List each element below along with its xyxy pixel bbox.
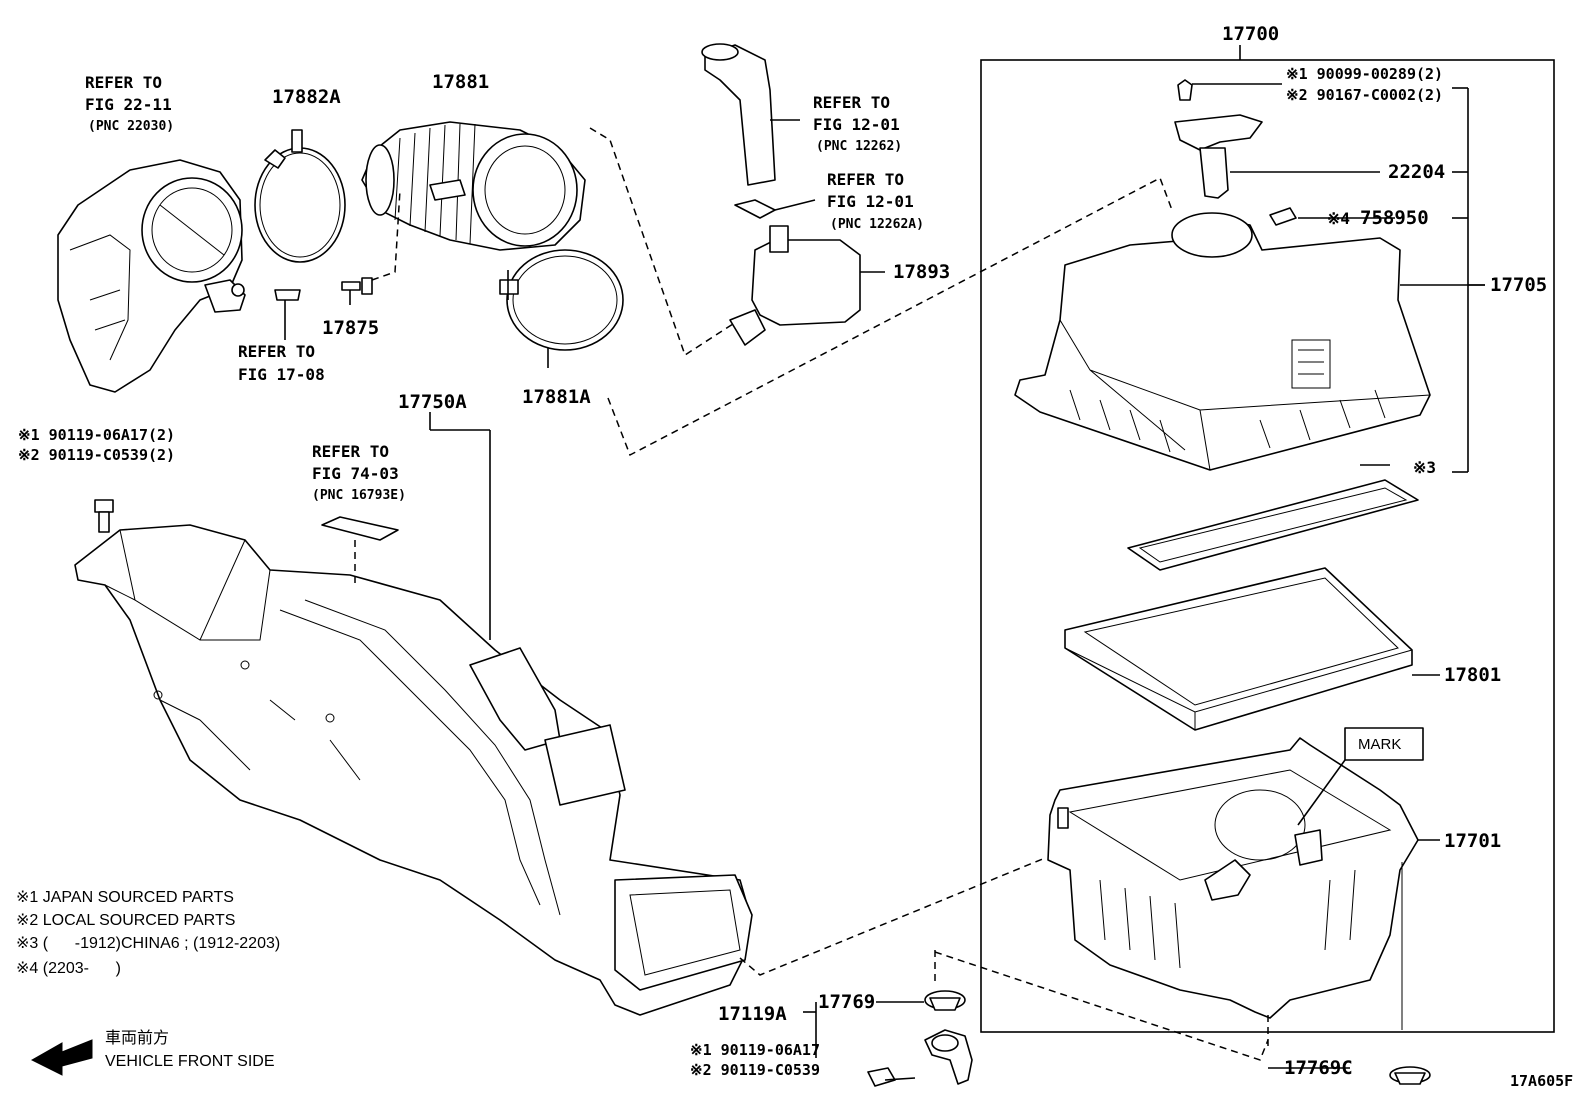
ref-throttle-line1: REFER TO [85,73,162,92]
filter-element-17801-drawing [1064,567,1440,731]
sensor-22204-drawing [1174,79,1380,199]
label-17882A: 17882A [272,86,341,108]
pcv-clip-drawing [734,199,816,219]
mark-callout [1297,727,1424,826]
clamp-17881A-drawing [499,249,624,368]
grommet-17769-drawing [876,990,966,1011]
bracket-17119A-drawing [867,1029,973,1087]
ref-pcv2-pnc: (PNC 12262A) [830,217,924,232]
legend-note-2: ※2 LOCAL SOURCED PARTS [16,912,235,929]
ref-label-line2: FIG 74-03 [312,464,399,483]
label-17119A: 17119A [718,1003,787,1025]
gasket-drawing [1127,479,1419,571]
direction-label-jp: 車両前方 [105,1029,169,1047]
front-direction-arrow [30,1039,93,1076]
ref-label-line1: REFER TO [312,442,389,461]
fastener-top-japan: ※1 90099-00289(2) [1286,65,1443,83]
air-cleaner-cap-17705-drawing [1014,212,1485,471]
grommet-17769C-drawing [1389,1066,1431,1085]
label-17893: 17893 [893,261,950,283]
note-4-callout: ※4 [1327,209,1350,228]
pcv-hose-drawing [701,43,800,186]
fastener-left-japan: ※1 90119-06A17(2) [18,426,175,444]
intake-duct-17750A-drawing [74,524,753,1016]
leader-lines [429,83,1485,1069]
hose-piece-drawing [274,289,301,340]
figure-id: 17A605F [1510,1072,1573,1090]
bolt-left-drawing [94,499,114,533]
fastener-left-local: ※2 90119-C0539(2) [18,446,175,464]
ref-pcv1-line2: FIG 12-01 [813,115,900,134]
label-17701: 17701 [1444,830,1501,852]
resonator-17893-drawing [729,225,885,346]
hose-17881-drawing [361,121,586,251]
plug-758950-drawing [1269,207,1297,226]
throttle-body-drawing [57,159,246,393]
label-17875: 17875 [322,317,379,339]
legend-note-4: ※4 (2203- ) [16,960,121,977]
ref-hose-line1: REFER TO [238,342,315,361]
label-17881A: 17881A [522,386,591,408]
label-17769C: 17769C [1284,1057,1353,1079]
ref-pcv2-line2: FIG 12-01 [827,192,914,211]
label-17769: 17769 [818,991,875,1013]
ref-pcv1-line1: REFER TO [813,93,890,112]
fastener-bottom-japan: ※1 90119-06A17 [690,1041,820,1059]
screw-17875-drawing [341,189,401,305]
label-22204: 22204 [1388,161,1445,183]
label-17705: 17705 [1490,274,1547,296]
legend-note-1: ※1 JAPAN SOURCED PARTS [16,889,234,906]
label-17881: 17881 [432,71,489,93]
ref-throttle-line2: FIG 22-11 [85,95,172,114]
clamp-17882A-drawing [254,129,346,263]
legend-note-3: ※3 ( -1912)CHINA6 ; (1912-2203) [16,935,280,952]
air-cleaner-case-17701-drawing [1047,737,1440,1030]
label-17700: 17700 [1222,23,1279,45]
ref-label-pnc: (PNC 16793E) [312,488,406,503]
label-sticker-drawing [321,516,399,585]
label-17750A: 17750A [398,391,467,413]
ref-pcv1-pnc: (PNC 12262) [816,139,902,154]
label-17801: 17801 [1444,664,1501,686]
label-758950: 758950 [1360,207,1429,229]
fastener-top-local: ※2 90167-C0002(2) [1286,86,1443,104]
ref-pcv2-line1: REFER TO [827,170,904,189]
direction-label-en: VEHICLE FRONT SIDE [105,1053,275,1070]
ref-hose-line2: FIG 17-08 [238,365,325,384]
note-3-callout: ※3 [1413,458,1436,477]
ref-throttle-pnc: (PNC 22030) [88,119,174,134]
fastener-bottom-local: ※2 90119-C0539 [690,1061,820,1079]
mark-label: MARK [1358,736,1401,753]
